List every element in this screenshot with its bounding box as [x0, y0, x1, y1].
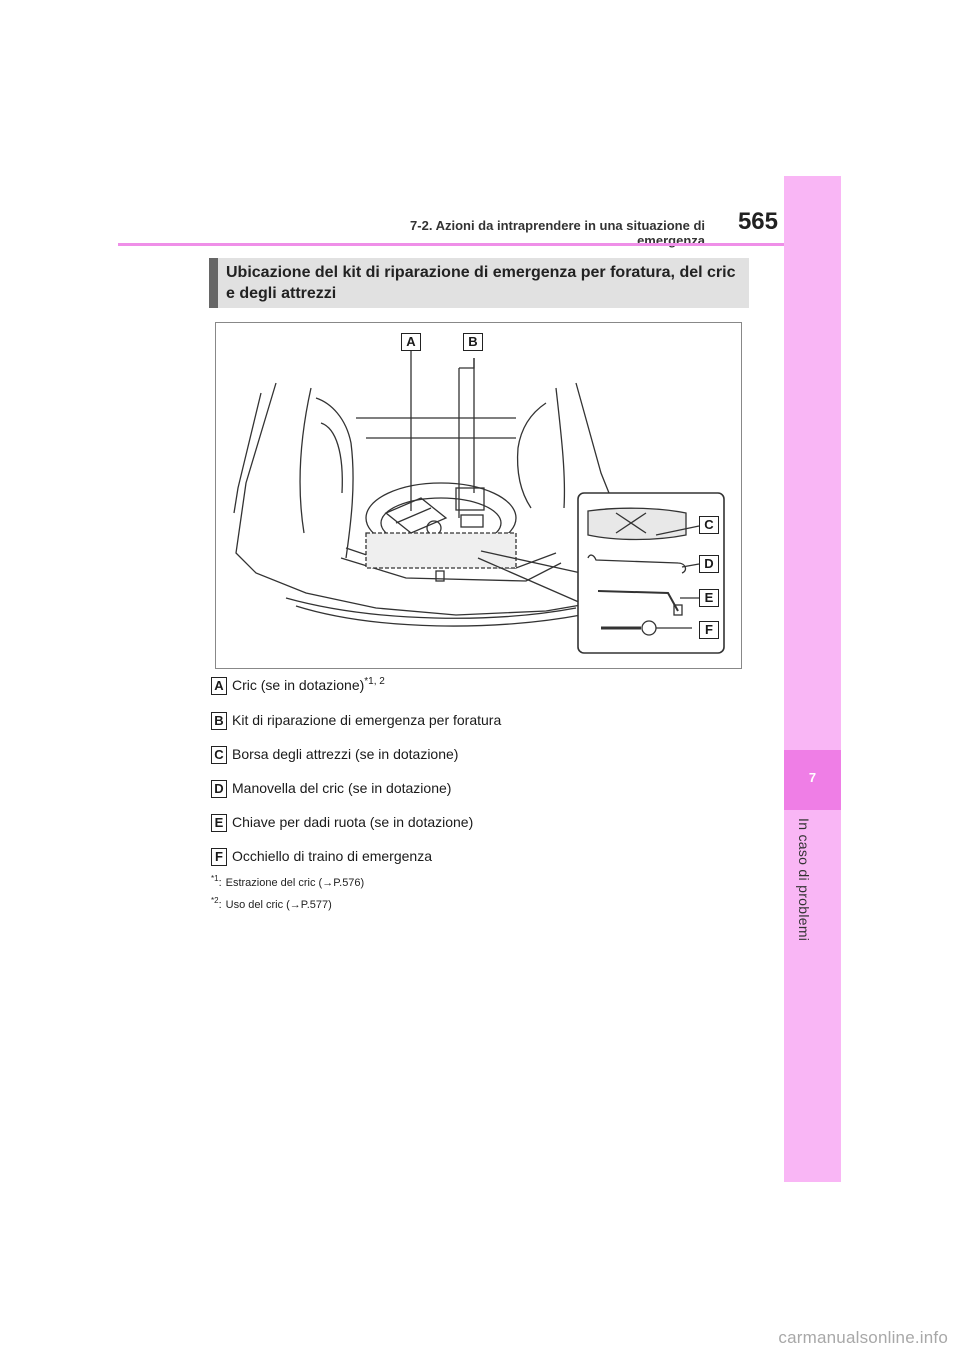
callout-e: E [699, 589, 719, 607]
footnote: *1:Estrazione del cric (→P.576) [211, 874, 365, 889]
footnote-text: Uso del cric (→P.577) [225, 899, 332, 911]
trunk-drawing [233, 348, 725, 654]
legend-letter: E [211, 814, 227, 832]
legend-text: Manovella del cric (se in dotazione) [232, 780, 452, 796]
chapter-title: In caso di problemi [796, 818, 812, 942]
legend-text: Borsa degli attrezzi (se in dotazione) [232, 746, 459, 762]
chapter-sidebar [784, 176, 841, 1182]
chapter-tab [784, 750, 841, 810]
callout-d: D [699, 555, 719, 573]
section-heading-accent [209, 258, 218, 308]
legend-text: Kit di riparazione di emergenza per fora… [232, 712, 502, 728]
header-divider [118, 243, 784, 246]
section-heading-box: Ubicazione del kit di riparazione di eme… [209, 258, 749, 308]
legend-text: Chiave per dadi ruota (se in dotazione) [232, 814, 474, 830]
footnote-mark: *1 [211, 874, 219, 883]
callout-b: B [463, 333, 483, 351]
watermark: carmanualsonline.info [778, 1328, 948, 1347]
trunk-illustration: A B C D E F [215, 322, 742, 669]
legend-letter: D [211, 780, 227, 798]
legend-text: Occhiello di traino di emergenza [232, 848, 432, 864]
legend-letter: B [211, 712, 227, 730]
legend-text: Cric (se in dotazione) [232, 677, 365, 693]
legend-letter: F [211, 848, 227, 866]
footnote: *2:Uso del cric (→P.577) [211, 896, 332, 911]
chapter-number: 7 [808, 770, 817, 785]
section-heading: Ubicazione del kit di riparazione di eme… [226, 264, 736, 302]
callout-a: A [401, 333, 421, 351]
legend-letter: C [211, 746, 227, 764]
legend-footnote-mark: *1, 2 [364, 676, 385, 687]
legend-letter: A [211, 677, 227, 695]
page-number: 565 [737, 208, 778, 235]
callout-f: F [699, 621, 719, 639]
footnote-mark: *2 [211, 896, 219, 905]
callout-c: C [699, 516, 719, 534]
footnote-text: Estrazione del cric (→P.576) [225, 877, 365, 889]
